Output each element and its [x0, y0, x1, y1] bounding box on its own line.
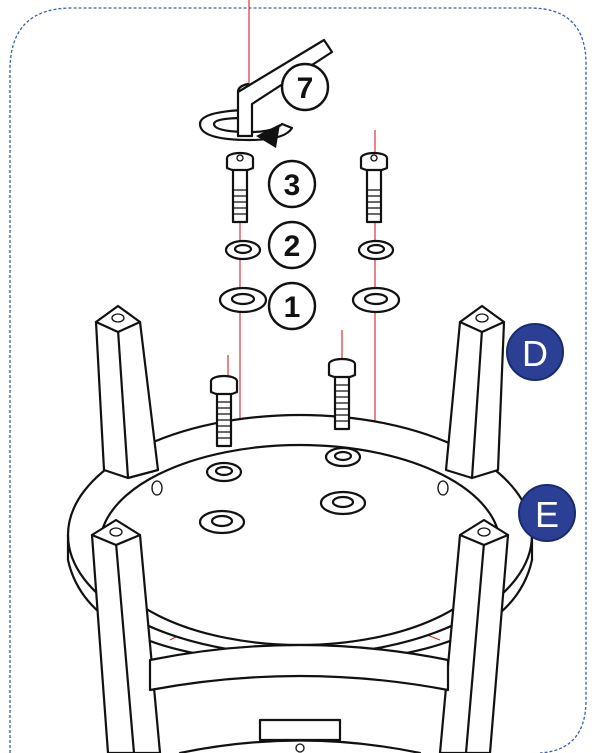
bolt-left [225, 151, 255, 224]
badge-d: D [506, 323, 564, 381]
rotation-arrow [198, 108, 294, 148]
callout-3: 3 [267, 159, 317, 209]
flat-washer-left [218, 286, 268, 314]
ring-spring-washer-left [205, 461, 243, 483]
ring-flat-washer-right [319, 490, 367, 516]
back-left-leg [94, 304, 160, 480]
svg-text:1: 1 [284, 291, 301, 324]
badge-e: E [518, 484, 576, 542]
svg-text:7: 7 [297, 72, 314, 105]
front-right-leg [438, 518, 510, 753]
spring-washer-right [357, 239, 395, 261]
front-left-leg [90, 518, 162, 753]
svg-text:E: E [535, 494, 559, 535]
bolt-right [359, 151, 389, 224]
callout-1: 1 [267, 281, 317, 331]
ring-bolt-left [209, 374, 239, 448]
svg-text:3: 3 [284, 169, 301, 202]
svg-text:2: 2 [284, 230, 301, 263]
svg-text:D: D [522, 333, 548, 374]
callout-7: 7 [280, 62, 330, 112]
callout-2: 2 [267, 220, 317, 270]
ring-flat-washer-left [198, 509, 246, 535]
ring-spring-washer-right [324, 446, 362, 468]
back-right-leg [444, 304, 506, 480]
round-ring [66, 413, 534, 665]
flat-washer-right [351, 286, 401, 314]
ring-bolt-right [327, 357, 357, 431]
spring-washer-left [224, 239, 262, 261]
panel-frame [9, 7, 587, 753]
cross-brace [148, 643, 450, 753]
